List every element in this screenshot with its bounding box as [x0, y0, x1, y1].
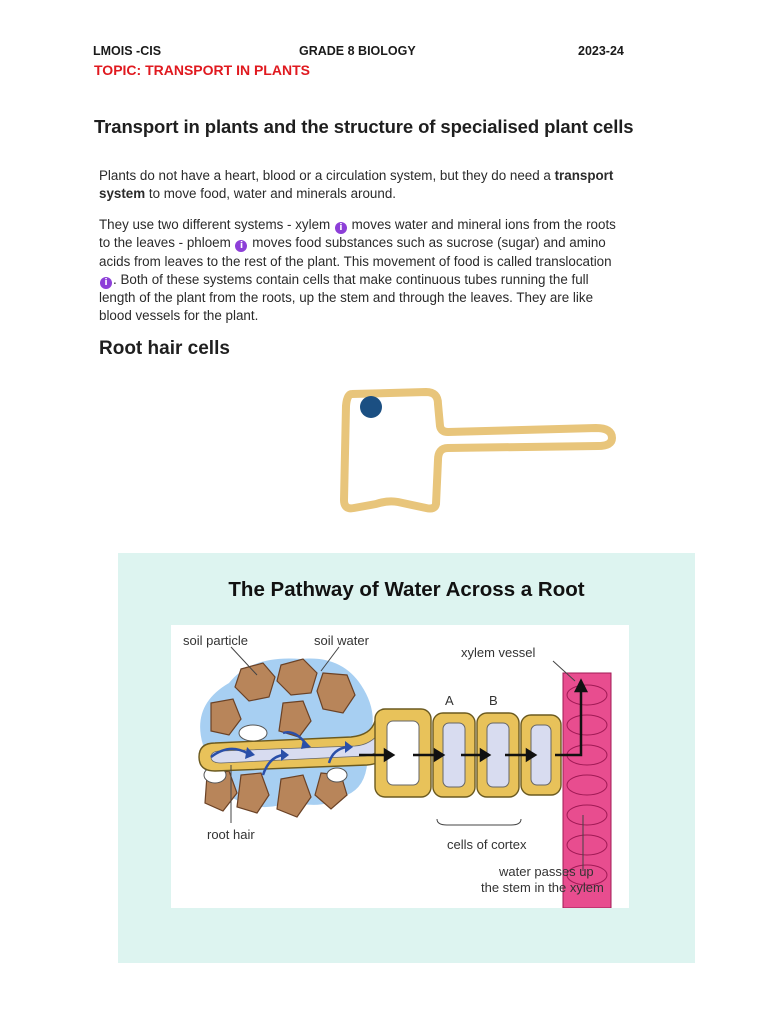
figure-title: The Pathway of Water Across a Root: [228, 578, 585, 601]
label-cell-b: B: [489, 693, 498, 708]
xylem-ring: [566, 714, 608, 736]
page-title: Transport in plants and the structure of…: [94, 116, 634, 137]
soil-particle-shape: [278, 700, 312, 738]
label-xylem-vessel: xylem vessel: [461, 645, 536, 660]
label-soil-water: soil water: [314, 633, 370, 648]
air-space: [238, 724, 268, 742]
arrowhead-icon: [433, 747, 446, 763]
xylem-info-icon[interactable]: i: [334, 222, 347, 234]
arrowhead-icon: [245, 747, 255, 759]
arrowhead-icon: [525, 747, 538, 763]
soil-particle-shape: [276, 658, 318, 696]
label-cells-of-cortex: cells of cortex: [447, 837, 527, 852]
systems-text-4: . Both of these systems contain cells th…: [99, 271, 594, 324]
intro-paragraph: Plants do not have a heart, blood or a c…: [99, 167, 619, 204]
soil-particle-shape: [276, 774, 312, 818]
cortex-arrows: [359, 678, 589, 763]
grade-label: GRADE 8 BIOLOGY: [299, 44, 416, 58]
arrowhead-icon: [383, 747, 396, 763]
label-water-passes-2: the stem in the xylem: [481, 880, 604, 895]
xylem-ring: [566, 834, 608, 856]
xylem-ring: [566, 774, 608, 796]
leader-soil-water: [320, 646, 340, 672]
systems-text-3: moves food substances such as sucrose (s…: [99, 235, 612, 269]
leader-xylem-vessel: [552, 660, 576, 682]
leader-lines: [230, 646, 584, 871]
topic-heading: TOPIC: TRANSPORT IN PLANTS: [94, 62, 310, 78]
soil-particle-shape: [316, 672, 356, 714]
nucleus-icon: [360, 396, 382, 418]
leader-soil-particle: [230, 646, 258, 676]
cortex-cells: [374, 708, 562, 798]
soil-particle-shape: [210, 698, 242, 736]
intro-text-1: Plants do not have a heart, blood or a c…: [99, 168, 555, 183]
soil-particle-shape: [236, 772, 270, 814]
phloem-info-icon[interactable]: i: [235, 240, 248, 253]
water-arrow-icon: [327, 745, 348, 764]
root-pathway-svg: soil particle soil water xylem vessel A …: [183, 633, 612, 909]
arrowhead-icon: [479, 747, 492, 763]
root-pathway-diagram: soil particle soil water xylem vessel A …: [171, 625, 629, 909]
xylem-ring: [566, 864, 608, 886]
water-arrow-icon: [210, 747, 248, 758]
xylem-up-arrow: [555, 691, 583, 757]
cortex-bracket: [436, 818, 522, 826]
air-space: [326, 767, 348, 783]
root-hair-cell-illustration: [340, 388, 616, 513]
root-hair-cell-outline: [340, 388, 616, 513]
arrowhead-icon: [301, 739, 311, 749]
school-name: LMOIS -CIS: [93, 44, 162, 58]
label-soil-particle: soil particle: [183, 633, 248, 648]
translocation-info-icon[interactable]: i: [100, 276, 112, 289]
arrowhead-icon: [281, 749, 289, 761]
academic-year: 2023-24: [578, 44, 624, 58]
label-water-passes-1: water passes up: [498, 864, 594, 879]
label-cell-a: A: [445, 693, 454, 708]
systems-text-1: They use two different systems - xylem: [99, 217, 331, 232]
intro-text-2: to move food, water and minerals around.: [145, 186, 396, 202]
intro-bold-term: transport system: [99, 168, 614, 202]
xylem-rings: [566, 684, 608, 886]
xylem-ring: [566, 804, 608, 826]
water-arrow-icon: [261, 753, 284, 776]
systems-paragraph: They use two different systems - xylem i…: [99, 216, 619, 326]
soil-particle-shape: [234, 662, 276, 702]
systems-text-2: moves water and mineral ions from the ro…: [99, 217, 616, 251]
section-heading: Root hair cells: [99, 338, 230, 359]
label-root-hair: root hair: [207, 827, 255, 842]
arrowhead-icon: [573, 678, 589, 693]
xylem-ring: [566, 684, 608, 706]
arrowhead-icon: [345, 741, 353, 753]
water-arrowheads: [245, 739, 353, 761]
